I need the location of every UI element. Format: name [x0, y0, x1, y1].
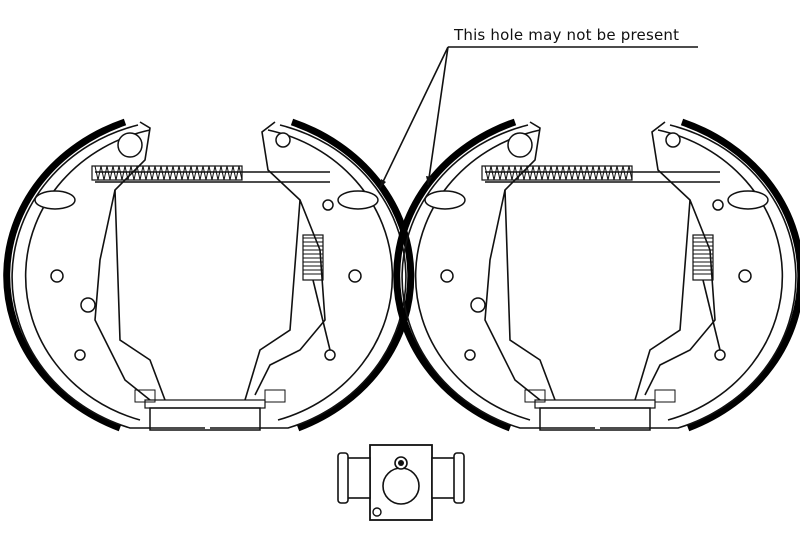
brake-shoe-assembly-right	[397, 122, 800, 430]
annotation-leader	[379, 46, 698, 189]
hole-annotation-label: This hole may not be present	[454, 26, 680, 44]
wheel-cylinder	[337, 444, 465, 521]
brake-shoe-assembly-left	[7, 122, 411, 430]
